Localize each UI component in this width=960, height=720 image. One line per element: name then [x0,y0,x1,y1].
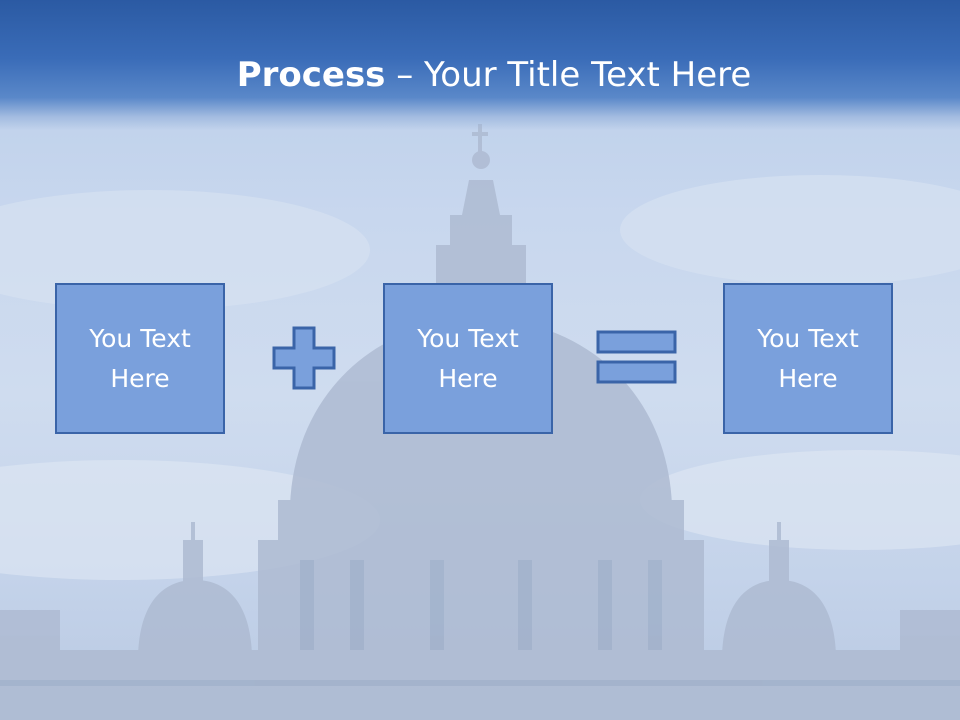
title-bar [0,0,960,130]
slide-title: Process – Your Title Text Here [0,52,960,98]
equals-icon [596,330,677,384]
process-box-2-text: You Text Here [417,323,519,393]
process-box-1-text: You Text Here [89,323,191,393]
process-box-3-text: You Text Here [757,323,859,393]
process-box-1: You Text Here [55,283,225,434]
process-box-3: You Text Here [723,283,893,434]
title-rest-text: – Your Title Text Here [385,55,752,95]
title-bold-text: Process [236,55,386,95]
process-box-2: You Text Here [383,283,553,434]
plus-icon [272,326,336,390]
